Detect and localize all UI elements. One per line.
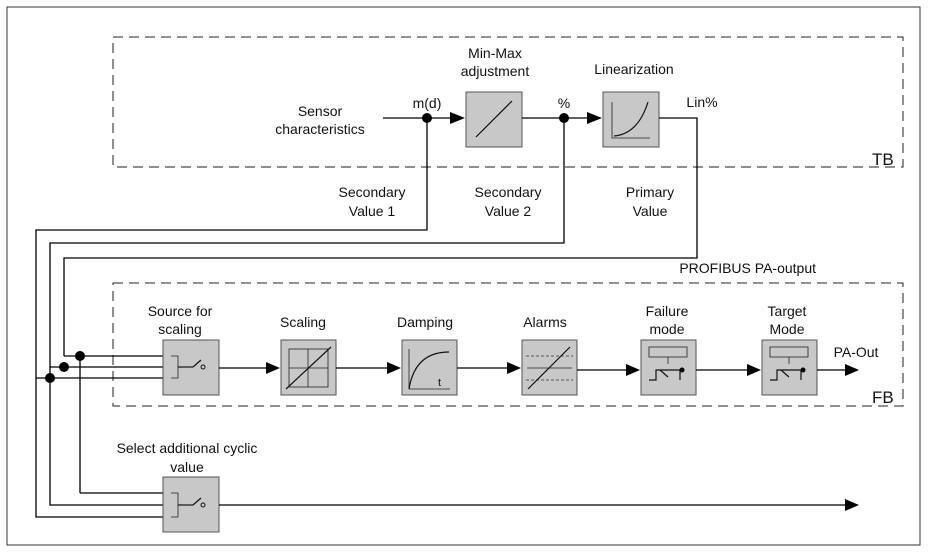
pa-out-label: PA-Out [834, 344, 879, 360]
secondary-value-2-line1: Secondary [475, 184, 542, 200]
md-label: m(d) [413, 95, 442, 111]
linearization-label: Linearization [594, 61, 673, 77]
arrow-to-failure [626, 364, 640, 376]
minmax-block [465, 91, 523, 148]
primary-value-line2: Value [633, 203, 668, 219]
source-label-line1: Source for [148, 303, 213, 319]
sensor-label-line2: characteristics [275, 121, 364, 137]
alarm-ramp-icon [527, 346, 571, 390]
source-label-line2: scaling [158, 321, 202, 337]
primary-value-line [63, 117, 698, 356]
lin-percent-label: Lin% [686, 94, 717, 110]
failure-label-line1: Failure [646, 303, 689, 319]
failure-switch-icon [648, 346, 688, 381]
scaling-block [280, 339, 337, 396]
minmax-label-line2: adjustment [461, 63, 530, 79]
damping-t-label: t [438, 377, 441, 389]
primary-value-line1: Primary [626, 184, 674, 200]
secondary-value-2-line2: Value 2 [485, 203, 532, 219]
secondary-value-1-line2: Value 1 [349, 203, 396, 219]
damping-curve-icon [408, 351, 450, 390]
target-switch-icon [769, 346, 809, 381]
target-label-line2: Mode [769, 321, 804, 337]
profibus-header: PROFIBUS PA-output [679, 260, 816, 276]
arrow-to-minmax [450, 112, 465, 124]
linearization-curve-icon [613, 101, 649, 137]
arrow-to-linearization [587, 112, 602, 124]
bus-dot-sv1 [45, 373, 55, 383]
linearization-block [602, 91, 660, 148]
arrow-to-target [747, 364, 761, 376]
source-for-scaling-block [162, 339, 220, 396]
tb-tag: TB [872, 150, 894, 169]
select-label-line1: Select additional cyclic [117, 440, 258, 456]
alarms-label: Alarms [523, 314, 567, 330]
selector-switch-icon [171, 355, 206, 379]
additional-output-arrow [845, 499, 859, 511]
sensor-label-line1: Sensor [298, 103, 343, 119]
transducer-block-frame [112, 36, 904, 168]
bus-dot-pv [75, 351, 85, 361]
percent-label: % [558, 95, 570, 111]
alarms-block [521, 339, 578, 396]
target-label-line1: Target [768, 303, 807, 319]
failure-label-line2: mode [649, 321, 684, 337]
linearization-axes-icon [611, 102, 650, 139]
bus-dot-sv2 [59, 362, 69, 372]
select-switch-icon [171, 492, 206, 518]
select-additional-block [162, 476, 220, 533]
secondary-value-2-line [49, 118, 565, 506]
minmax-label-line1: Min-Max [468, 45, 522, 61]
minmax-ramp-icon [475, 100, 513, 138]
fb-tag: FB [872, 388, 894, 407]
secondary-value-1-line1: Secondary [339, 184, 406, 200]
secondary-value-1-line [35, 118, 428, 518]
select-label-line2: value [170, 459, 204, 475]
arrow-to-alarms [507, 362, 521, 374]
target-mode-block [761, 339, 818, 396]
outer-frame [6, 6, 921, 546]
failure-mode-block [640, 339, 697, 396]
arrow-to-scaling [266, 362, 280, 374]
arrow-to-damping [387, 362, 401, 374]
damping-label: Damping [397, 314, 453, 330]
scaling-label: Scaling [280, 314, 326, 330]
pa-out-arrow [845, 364, 859, 376]
function-block-frame [112, 282, 904, 407]
damping-block: t [401, 339, 458, 396]
